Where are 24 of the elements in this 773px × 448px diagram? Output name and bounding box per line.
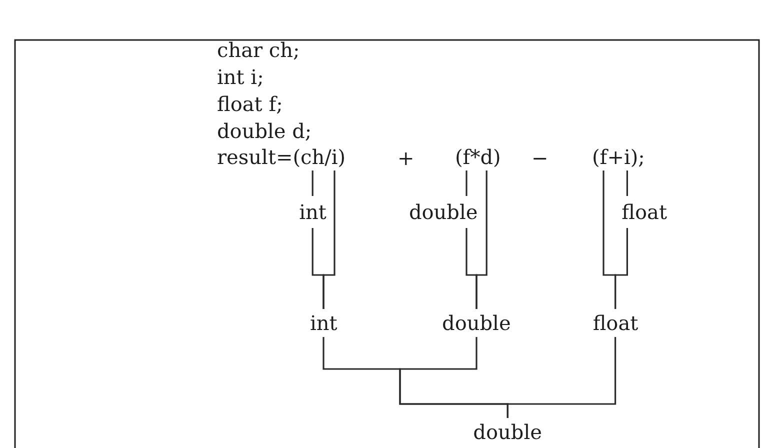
code-text: result= <box>217 146 293 168</box>
type-label: float <box>590 309 640 337</box>
connector-line <box>322 170 336 309</box>
connector-line <box>312 170 314 196</box>
type-label: float <box>620 196 670 228</box>
operator-text: − <box>532 147 548 169</box>
connector-line <box>626 170 628 196</box>
code-line: double d; <box>217 120 312 142</box>
connector-line <box>466 170 468 196</box>
type-label: int <box>308 309 340 337</box>
code-expression: (ch/i) <box>292 146 346 170</box>
type-label: double <box>406 196 480 228</box>
connector-line <box>602 170 616 309</box>
code-line: int i; <box>217 66 264 88</box>
code-expression: (f+i); <box>592 146 645 170</box>
code-line: float f; <box>217 93 283 115</box>
type-label: int <box>297 196 328 228</box>
type-label: double <box>440 309 513 337</box>
code-expression: (f*d) <box>455 146 501 170</box>
result-type-label: double <box>471 418 544 446</box>
code-line: char ch; <box>217 39 300 61</box>
connector-line <box>476 170 488 309</box>
connector-line <box>506 337 616 418</box>
operator-text: + <box>398 147 414 169</box>
